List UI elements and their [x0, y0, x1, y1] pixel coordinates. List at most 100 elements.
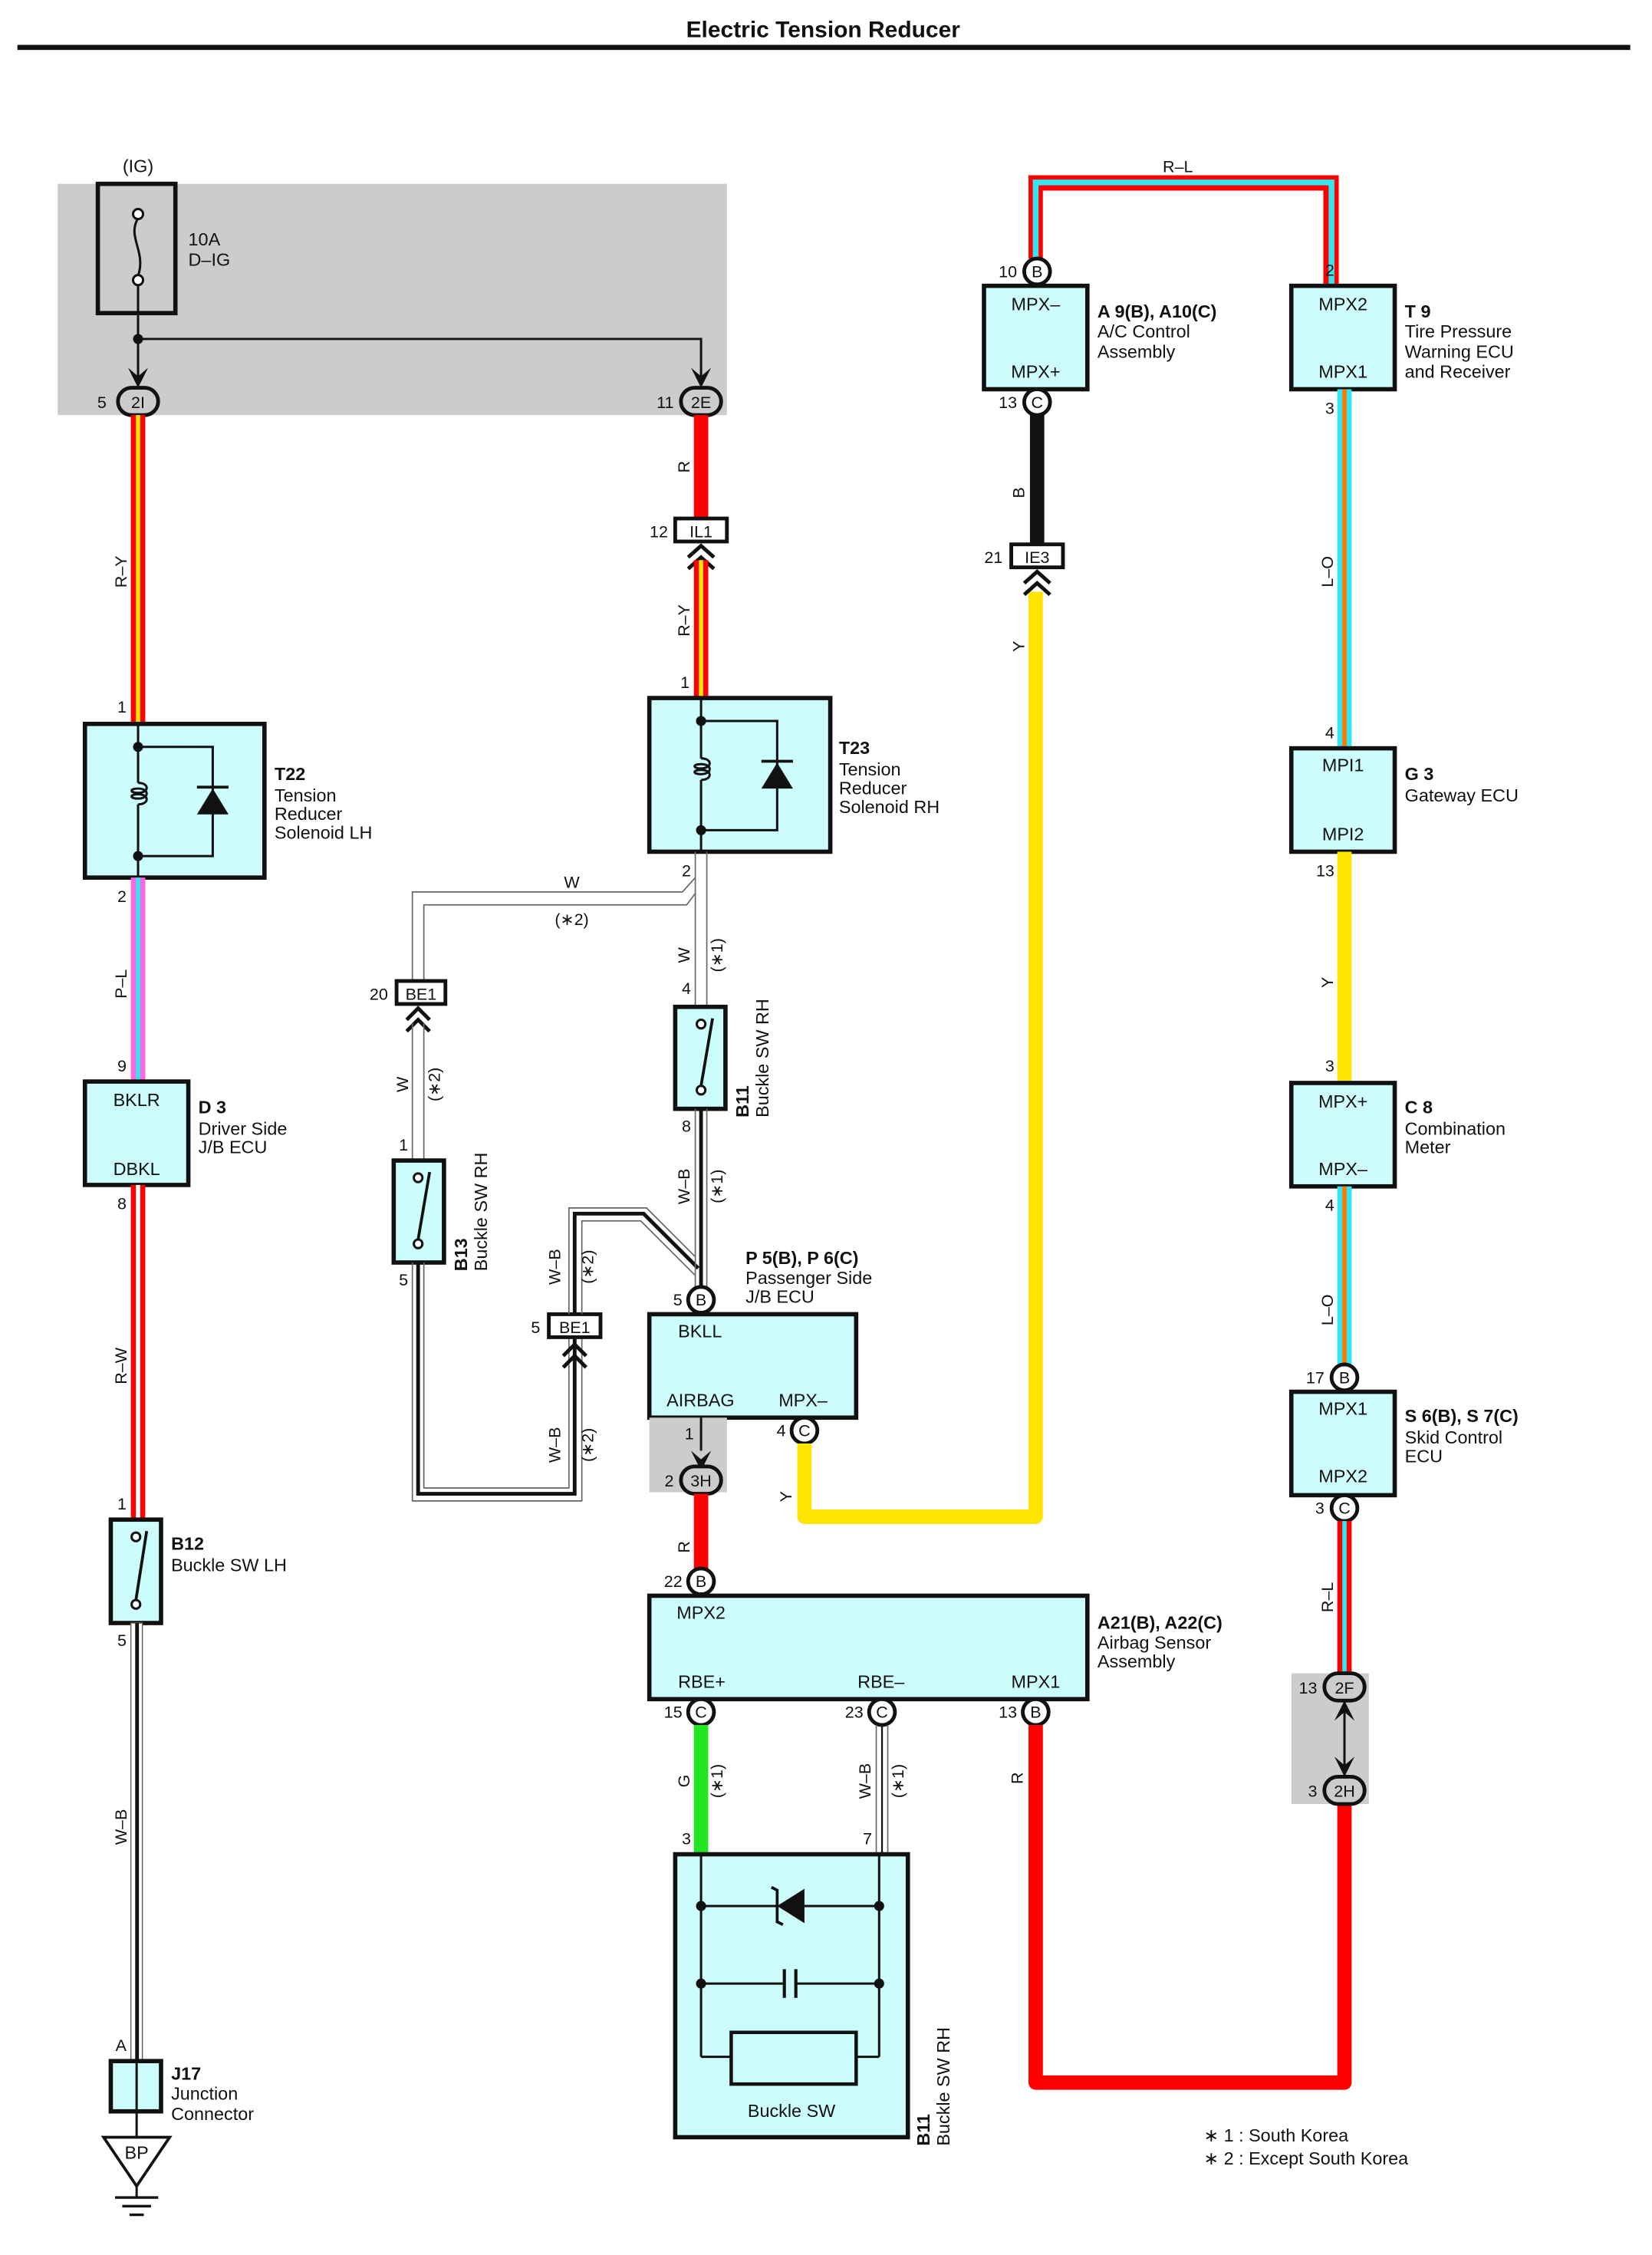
component-name: and Receiver [1405, 361, 1511, 381]
pin-label: 13 [1298, 1679, 1317, 1697]
terminal-label: MPX2 [1318, 1467, 1367, 1486]
wire-label: P–L [112, 969, 130, 999]
component-T9 [1288, 283, 1397, 392]
component-name: Reducer [275, 804, 343, 824]
variant-note: (∗2) [555, 910, 588, 929]
wire-label: W [564, 873, 580, 891]
wire-r-mpx1 [1028, 1725, 1352, 2090]
connector-label: C [798, 1422, 811, 1440]
connector-label: BE1 [559, 1318, 591, 1337]
wire-label: Y [777, 1491, 795, 1502]
variant-note: (∗2) [425, 1068, 443, 1101]
ground-icon [100, 2135, 173, 2189]
component-name: Airbag Sensor [1097, 1633, 1211, 1653]
pin-label: 2 [665, 1472, 674, 1490]
fuse-rating: 10A [189, 229, 221, 249]
wire-y-g3 [1337, 851, 1352, 1083]
component-ref: B13 [451, 1238, 471, 1271]
component-name: J/B ECU [199, 1137, 268, 1157]
wire-label: R [675, 461, 693, 473]
connector-label: IE3 [1025, 548, 1049, 567]
component-T23 [647, 696, 833, 854]
component-name: Buckle SW RH [752, 999, 772, 1118]
wire-label: W–B [856, 1763, 874, 1799]
pin-label: 2 [117, 887, 127, 906]
component-name: ECU [1405, 1446, 1443, 1466]
fuse-icon [131, 207, 145, 287]
connector-2H [1322, 1774, 1367, 1806]
capacitor-icon [782, 1969, 798, 1998]
inline-connector-arrow-icon [686, 543, 716, 571]
component-name: Buckle SW LH [171, 1555, 287, 1575]
pin-label: 2 [1325, 262, 1334, 280]
terminal-label: MPX1 [1012, 1671, 1061, 1691]
wire-b [1029, 415, 1045, 545]
variant-note: (∗1) [889, 1764, 907, 1798]
pin-label: 3 [1325, 399, 1334, 417]
pin-label: 1 [117, 1495, 127, 1513]
pin-label: 17 [1306, 1368, 1325, 1387]
pin-label: 11 [657, 393, 673, 412]
pin-label: 1 [117, 698, 127, 716]
wire-label: R–Y [675, 604, 693, 637]
wire-label: R [675, 1541, 693, 1553]
wire-label: W–B [675, 1168, 693, 1204]
pin-label: 13 [1316, 861, 1334, 880]
component-name: Tension [839, 759, 901, 779]
component-ref: P 5(B), P 6(C) [745, 1248, 858, 1268]
component-name: Tire Pressure [1405, 321, 1512, 341]
switch-icon [695, 1018, 714, 1096]
connector-label: IL1 [689, 522, 712, 541]
wire-g [693, 1725, 709, 1855]
connector-label: 2F [1334, 1679, 1354, 1697]
component-G3 [1288, 746, 1397, 854]
wire-wb-left [130, 1622, 143, 2062]
pin-label: 5 [97, 393, 107, 412]
connector-label: 2H [1334, 1783, 1355, 1801]
connector-label: 3H [690, 1472, 712, 1490]
terminal-label: BKLL [678, 1321, 722, 1341]
diode-icon [761, 762, 793, 789]
switch-icon [130, 1530, 149, 1610]
junction-block-area [58, 183, 727, 416]
power-source-label: (IG) [123, 156, 153, 176]
connector-label: B [696, 1572, 706, 1591]
variant-note: (∗1) [708, 1170, 726, 1203]
component-name: Connector [171, 2104, 254, 2124]
pin-label: 5 [117, 1631, 127, 1650]
component-ref: T23 [839, 738, 870, 758]
wire-label: R–Y [112, 555, 130, 588]
solenoid-coil-icon [693, 698, 778, 852]
component-ref: T22 [275, 764, 305, 784]
wire-w-b13 [411, 1022, 425, 1161]
pin-label: 8 [117, 1195, 127, 1213]
legend-note-2: ∗ 2 : Except South Korea [1203, 2148, 1409, 2168]
component-ref: T 9 [1405, 301, 1431, 321]
pin-label: 4 [1325, 724, 1334, 742]
component-name: Solenoid LH [275, 823, 372, 843]
terminal-label: MPX1 [1318, 361, 1367, 381]
wire-wb-b13-loop [411, 1262, 583, 1502]
component-D3 [82, 1079, 191, 1187]
wire-label: Y [1009, 640, 1028, 651]
pin-label: 13 [999, 393, 1017, 412]
component-ref: A 9(B), A10(C) [1097, 301, 1217, 321]
pin-label: 13 [999, 1704, 1017, 1722]
wire-label: R–L [1318, 1582, 1337, 1613]
pin-label: 2 [682, 861, 691, 880]
component-name: Meter [1405, 1137, 1451, 1157]
component-name: Combination [1405, 1118, 1506, 1138]
inline-connector-arrow-icon [405, 1006, 431, 1033]
wire-w-be1 [411, 877, 696, 981]
terminal-label: MPX+ [1011, 361, 1060, 381]
pin-label: 5 [673, 1291, 683, 1309]
component-T22 [82, 721, 267, 880]
pin-label: 20 [370, 985, 388, 1003]
connector-label: C [876, 1704, 888, 1722]
wire-label: R–L [1163, 158, 1193, 176]
pin-label: 21 [984, 548, 1002, 567]
terminal-label: MPX+ [1318, 1091, 1367, 1111]
terminal-label: RBE+ [678, 1671, 726, 1691]
component-ref: C 8 [1405, 1097, 1433, 1117]
arrow-icon [1334, 1756, 1355, 1777]
